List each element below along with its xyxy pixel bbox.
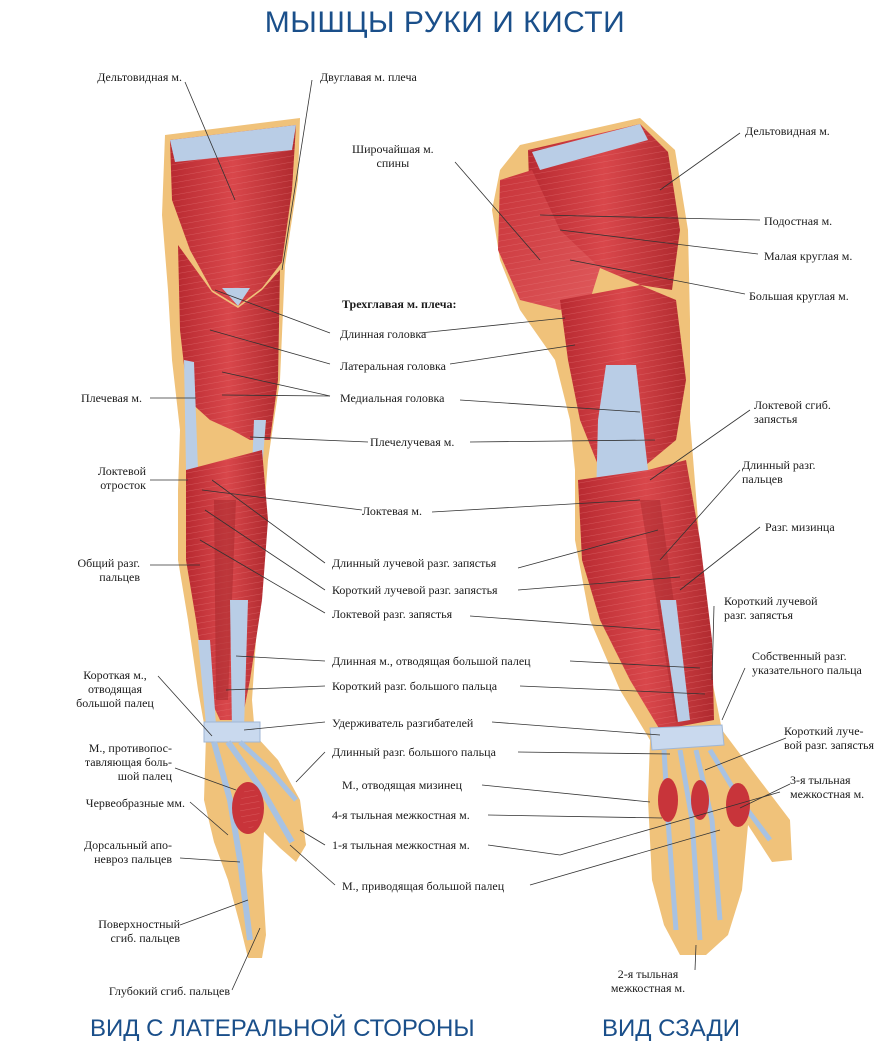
label-adm: М., отводящая мизинец — [342, 778, 463, 792]
label-epl: Длинный разг. большого пальца — [332, 745, 496, 759]
label-ecrl: Длинный лучевой разг. запястья — [332, 556, 497, 570]
label-interosseous-2: 2-я тыльная межкостная м. — [610, 967, 686, 995]
extensor-retinaculum-lateral — [203, 721, 261, 743]
lateral-arm-figure — [162, 118, 306, 958]
label-dorsal-aponeurosis: Дорсальный апо- невроз пальцев — [83, 838, 172, 866]
leader-lines — [150, 79, 791, 991]
label-ecu: Локтевой разг. запястья — [332, 607, 453, 621]
label-apl: Длинная м., отводящая большой палец — [332, 654, 531, 668]
label-ecrb-posterior-2: Короткий луче- вой разг. запястья — [784, 724, 875, 752]
label-deltoid-lateral: Дельтовидная м. — [97, 70, 182, 84]
label-edl-posterior: Длинный разг. пальцев — [742, 458, 816, 486]
label-lateral-head: Латеральная головка — [340, 359, 446, 373]
label-retinaculum: Удерживатель разгибателей — [332, 716, 474, 730]
label-edc-lateral: Общий разг. пальцев — [77, 556, 141, 584]
label-brachioradialis: Плечелучевая м. — [370, 435, 455, 449]
label-teres-major: Большая круглая м. — [749, 289, 849, 303]
label-ecrb: Короткий лучевой разг. запястья — [332, 583, 498, 597]
label-triceps-header: Трехглавая м. плеча: — [342, 297, 457, 311]
label-fcu: Локтевой сгиб. запястья — [754, 398, 831, 426]
label-interosseous-1: 1-я тыльная межкостная м. — [332, 838, 470, 852]
posterior-arm-figure — [492, 118, 792, 955]
label-epb: Короткий разг. большого пальца — [332, 679, 498, 693]
label-medial-head: Медиальная головка — [340, 391, 445, 405]
label-apb: Короткая м., отводящая большой палец — [76, 668, 154, 710]
label-long-head: Длинная головка — [340, 327, 427, 341]
label-interosseous-3: 3-я тыльная межкостная м. — [790, 773, 865, 801]
label-ecrb-posterior: Короткий лучевой разг. запястья — [724, 594, 818, 622]
label-teres-minor: Малая круглая м. — [764, 249, 853, 263]
page-title: МЫШЦЫ РУКИ И КИСТИ — [264, 6, 626, 39]
extensor-retinaculum-posterior — [649, 724, 725, 751]
label-opponens: М., противопос- тавляющая боль- шой пале… — [84, 741, 172, 783]
label-anconeus: Локтевая м. — [362, 504, 423, 518]
label-fds: Поверхностный сгиб. пальцев — [98, 917, 180, 945]
label-olecranon: Локтевой отросток — [97, 464, 146, 492]
label-latissimus: Широчайшая м. спины — [352, 142, 434, 170]
label-edm: Разг. мизинца — [765, 520, 835, 534]
caption-posterior-view: ВИД СЗАДИ — [602, 1015, 741, 1042]
label-brachialis: Плечевая м. — [81, 391, 142, 405]
label-lumbricals: Червеобразные мм. — [85, 796, 185, 810]
label-deltoid-posterior: Дельтовидная м. — [745, 124, 830, 138]
label-adductor: М., приводящая большой палец — [342, 879, 505, 893]
caption-lateral-view: ВИД С ЛАТЕРАЛЬНОЙ СТОРОНЫ — [90, 1015, 475, 1042]
label-fdp: Глубокий сгиб. пальцев — [108, 984, 230, 998]
label-infraspinatus: Подостная м. — [764, 214, 833, 228]
label-eip: Собственный разг. указательного пальца — [752, 649, 862, 677]
label-interosseous-4: 4-я тыльная межкостная м. — [332, 808, 470, 822]
label-biceps: Двуглавая м. плеча — [320, 70, 417, 84]
